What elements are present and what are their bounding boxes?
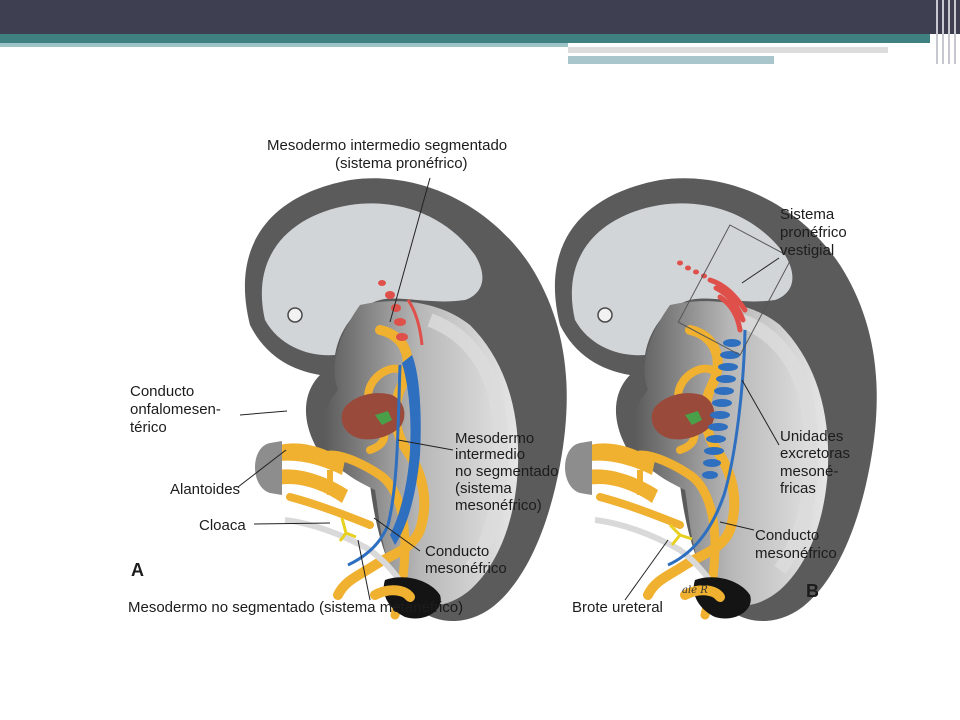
- ureteric-bud-a: [338, 517, 357, 542]
- label-vitelline-duct-2: onfalomesen-: [130, 401, 221, 418]
- label-mesonephric-duct-b-2: mesonéfrico: [755, 545, 837, 562]
- slide-edge-decoration: [932, 0, 960, 64]
- label-intermediate-mesoderm-1: Mesodermo: [455, 430, 534, 447]
- label-excretory-units-3: mesoné-: [780, 463, 838, 480]
- mesonephric-duct-a: [347, 364, 402, 567]
- label-metanephric-system: Mesodermo no segmentado (sistema metanéf…: [128, 599, 463, 616]
- label-mesonephric-duct-a-2: mesonéfrico: [425, 560, 507, 577]
- mesonephric-tubules-b: [702, 339, 741, 479]
- embryo-a: [245, 178, 567, 621]
- label-intermediate-mesoderm-4: (sistema: [455, 480, 512, 497]
- label-vitelline-duct-1: Conducto: [130, 383, 194, 400]
- panel-a-letter: A: [131, 560, 144, 580]
- slide-accent-bar-light: [0, 43, 568, 47]
- label-intermediate-mesoderm-5: mesonéfrico): [455, 497, 542, 514]
- slide-accent-bar: [0, 34, 930, 43]
- mesonephric-duct-b: [667, 329, 747, 567]
- label-segmented-mesoderm: Mesodermo intermedio segmentado: [267, 137, 507, 154]
- artist-signature: ale R: [682, 585, 708, 596]
- label-pronephric-system: (sistema pronéfrico): [335, 155, 468, 172]
- label-intermediate-mesoderm-2: intermedio: [455, 446, 525, 463]
- slide-accent-bar-blue: [568, 56, 774, 64]
- panel-b-letter: B: [806, 581, 819, 601]
- pronephric-tubules-b: [707, 277, 748, 333]
- label-intermediate-mesoderm-3: no segmentado: [455, 463, 558, 480]
- slide-title-bar: [0, 0, 960, 34]
- label-vestigial-pronephros-2: pronéfrico: [780, 224, 847, 241]
- leader-lines: [237, 177, 780, 601]
- label-excretory-units-4: fricas: [780, 480, 816, 497]
- label-vestigial-pronephros-3: vestigial: [780, 242, 834, 259]
- label-cloaca: Cloaca: [199, 517, 246, 534]
- label-mesonephric-duct-a-1: Conducto: [425, 543, 489, 560]
- ureteric-bud-b: [668, 523, 693, 546]
- pronephric-duct-a: [406, 299, 424, 346]
- label-mesonephric-duct-b-1: Conducto: [755, 527, 819, 544]
- mesonephric-mesoderm-a: [390, 355, 421, 545]
- label-ureteric-bud: Brote ureteral: [572, 599, 663, 616]
- label-excretory-units-2: excretoras: [780, 445, 850, 462]
- pronephros-box-b: [677, 224, 793, 356]
- label-allantois: Alantoides: [170, 481, 240, 498]
- slide-accent-bar-grey: [568, 47, 888, 53]
- label-vitelline-duct-3: térico: [130, 419, 167, 436]
- embryo-b: [555, 178, 877, 621]
- label-excretory-units-1: Unidades: [780, 428, 843, 445]
- label-vestigial-pronephros-1: Sistema: [780, 206, 835, 223]
